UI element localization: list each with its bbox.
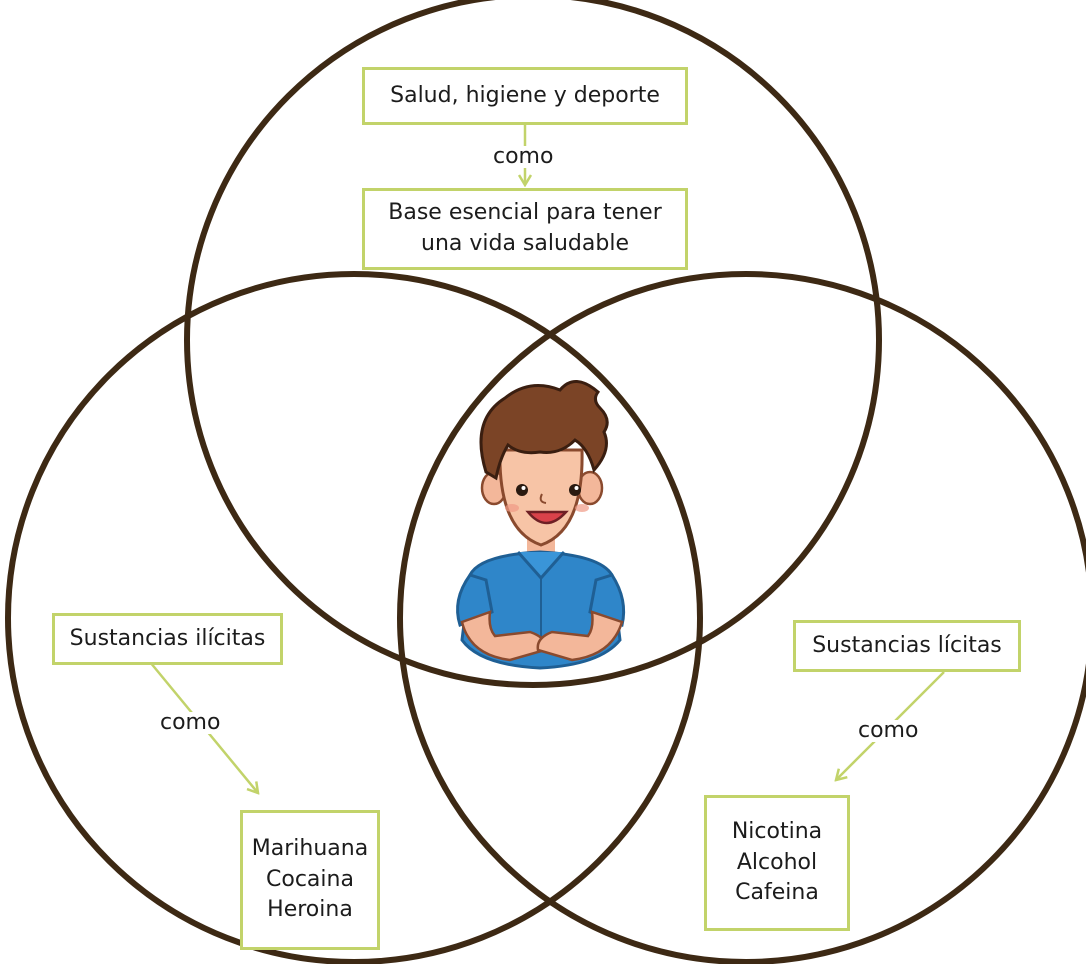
- top-concept-text: Salud, higiene y deporte: [390, 82, 660, 108]
- top-result-box: Base esencial para tener una vida saluda…: [362, 188, 688, 270]
- top-circle: [184, 0, 882, 688]
- smiling-boy-icon: [456, 380, 626, 670]
- left-connector-label: como: [157, 712, 224, 734]
- right-concept-box: Sustancias lícitas: [793, 620, 1021, 672]
- right-circle: [397, 271, 1086, 964]
- left-result-box: Marihuana Cocaina Heroina: [240, 810, 380, 950]
- left-circle: [5, 271, 703, 964]
- right-connector-label: como: [855, 720, 922, 742]
- top-connector-label: como: [490, 146, 557, 168]
- left-result-text: Marihuana Cocaina Heroina: [251, 835, 369, 923]
- left-concept-box: Sustancias ilícitas: [52, 613, 283, 665]
- left-concept-text: Sustancias ilícitas: [69, 625, 266, 651]
- top-result-text: Base esencial para tener una vida saluda…: [388, 200, 662, 256]
- right-result-box: Nicotina Alcohol Cafeina: [704, 795, 850, 931]
- right-concept-text: Sustancias lícitas: [812, 632, 1002, 658]
- right-result-text: Nicotina Alcohol Cafeina: [731, 818, 823, 906]
- top-concept-box: Salud, higiene y deporte: [362, 67, 688, 125]
